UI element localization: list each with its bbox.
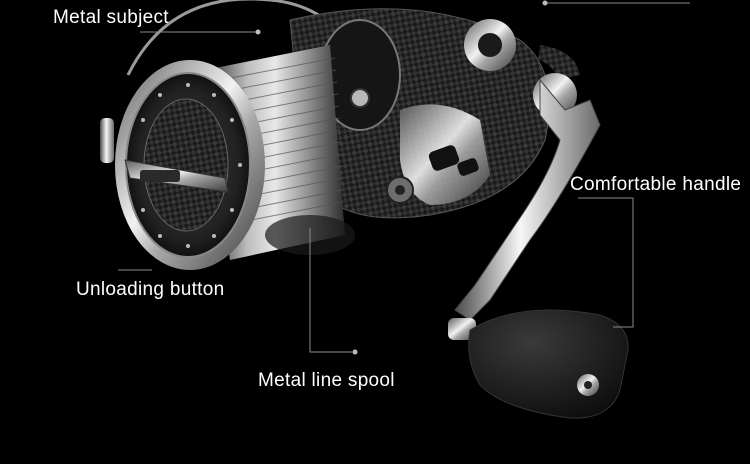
metal-line-spool-leader-dot (352, 349, 358, 355)
comfortable-handle-leader-line (578, 197, 634, 328)
unloading-button-label: Unloading button (76, 279, 225, 300)
metal-subject-label: Metal subject (53, 7, 169, 28)
metal-line-spool-label: Metal line spool (258, 370, 395, 391)
comfortable-handle-label: Comfortable handle (570, 174, 742, 195)
metal-line-spool-leader-line (309, 228, 352, 353)
top-right-leader-dot (542, 0, 548, 6)
metal-subject-leader-dot (255, 29, 261, 35)
